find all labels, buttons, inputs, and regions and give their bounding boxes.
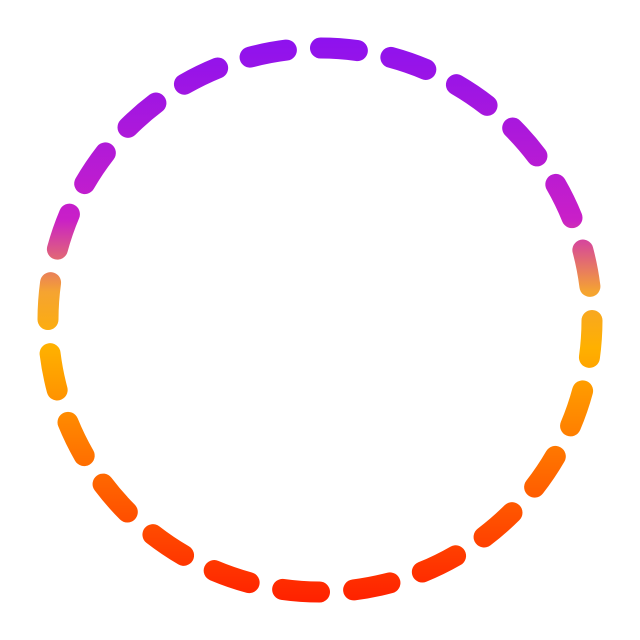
- ring-segment: [272, 578, 331, 603]
- ring-segment: [57, 411, 95, 467]
- ring-segment: [545, 173, 583, 229]
- ring-segment: [473, 502, 523, 548]
- ring-segment: [142, 524, 195, 566]
- ring-segment: [239, 39, 297, 68]
- ring-segment: [203, 560, 260, 594]
- ring-segment: [92, 473, 138, 523]
- ring-segment: [39, 343, 68, 401]
- ring-segment: [445, 74, 498, 116]
- ring-segment: [117, 92, 167, 138]
- ring-segment: [560, 380, 594, 437]
- dashed-ring: [37, 37, 603, 603]
- ring-segment: [37, 272, 62, 331]
- ring-segment: [524, 445, 566, 498]
- ring-segment: [46, 203, 80, 260]
- ring-segment: [309, 37, 368, 62]
- ring-segment: [74, 142, 116, 195]
- ring-segment: [173, 57, 229, 95]
- ring-segment: [411, 545, 467, 583]
- ring-segment: [572, 239, 601, 297]
- ring-segment: [502, 117, 548, 167]
- ring-segment: [343, 572, 401, 601]
- ring-segment: [578, 309, 603, 368]
- ring-segment: [380, 46, 437, 80]
